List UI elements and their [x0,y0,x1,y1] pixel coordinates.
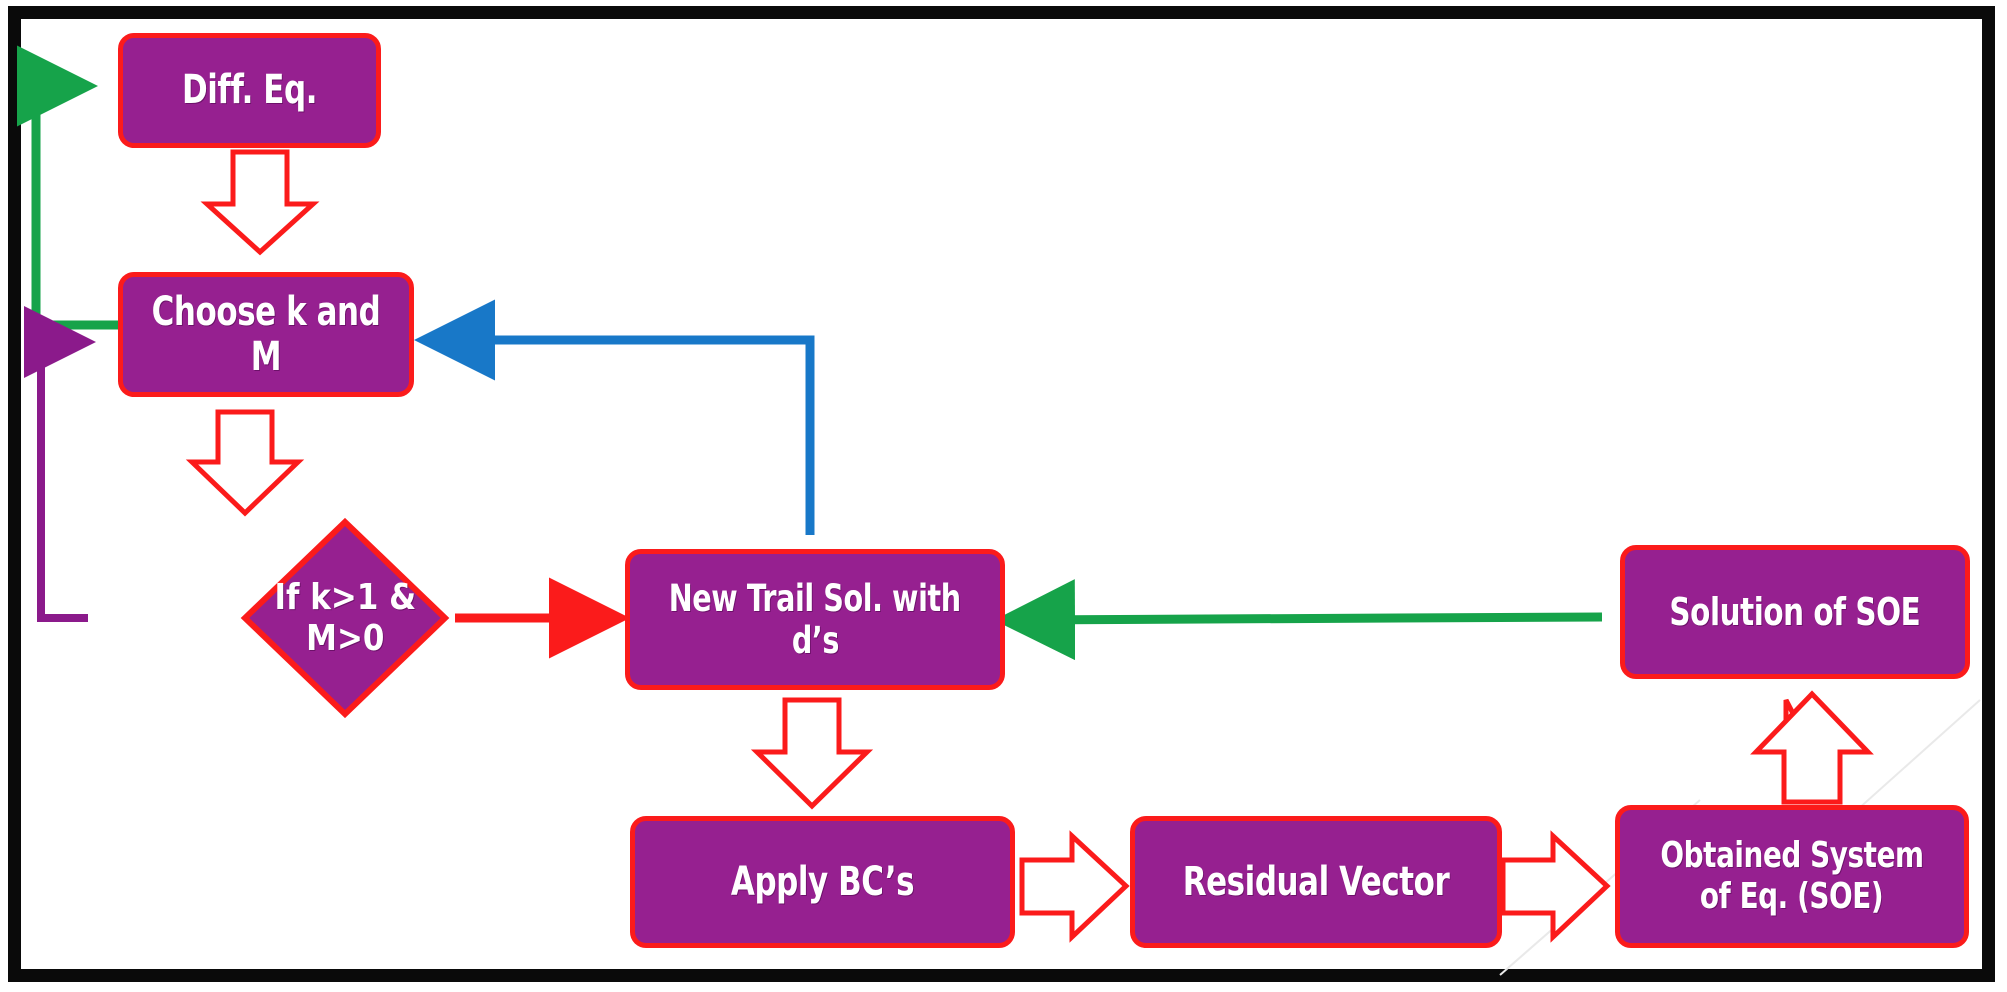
arrow-diff-eq-to-choose [200,149,320,256]
arrow-new-trail-to-apply-bcs [750,697,874,810]
decision-diamond-shape[interactable] [240,517,450,719]
node-choose-k-and-m-label: Choose k and M [151,288,381,380]
node-new-trail-sol[interactable]: New Trail Sol. with d’s [625,549,1005,690]
node-solution-soe-label: Solution of SOE [1669,589,1921,634]
node-apply-bcs[interactable]: Apply BC’s [630,816,1015,948]
node-condition-label-line1: If k>1 & [274,576,416,618]
node-solution-soe[interactable]: Solution of SOE [1620,545,1970,679]
arrow-apply-bcs-to-residual [1019,830,1130,943]
node-condition-label-line2: M>0 [305,618,385,659]
arrow-choose-to-diff-eq [17,45,126,330]
node-diff-eq[interactable]: Diff. Eq. [118,33,381,148]
node-apply-bcs-label: Apply BC’s [730,858,915,905]
arrow-obtained-soe-to-solution-shape [1750,690,1874,805]
arrow-new-trail-to-choose [414,299,815,535]
arrow-solution-to-new-trail [994,579,1603,661]
node-choose-k-and-m[interactable]: Choose k and M [118,272,414,397]
arrow-decision-to-choose [24,306,96,622]
node-condition[interactable]: If k>1 & M>0 [245,522,445,714]
node-residual-vector-label: Residual Vector [1182,858,1450,905]
node-obtained-soe-label-line2: of Eq. (SOE) [1700,875,1884,917]
arrow-choose-to-decision [185,409,305,517]
node-diff-eq-label: Diff. Eq. [181,67,318,114]
node-obtained-soe[interactable]: Obtained System of Eq. (SOE) [1615,805,1969,948]
node-new-trail-sol-label-line2: d’s [791,618,839,662]
node-residual-vector[interactable]: Residual Vector [1130,816,1502,948]
arrow-residual-to-obtained-soe [1500,830,1611,943]
node-obtained-soe-label-line1: Obtained System [1660,835,1924,877]
node-new-trail-sol-label-line1: New Trail Sol. with [669,577,961,621]
